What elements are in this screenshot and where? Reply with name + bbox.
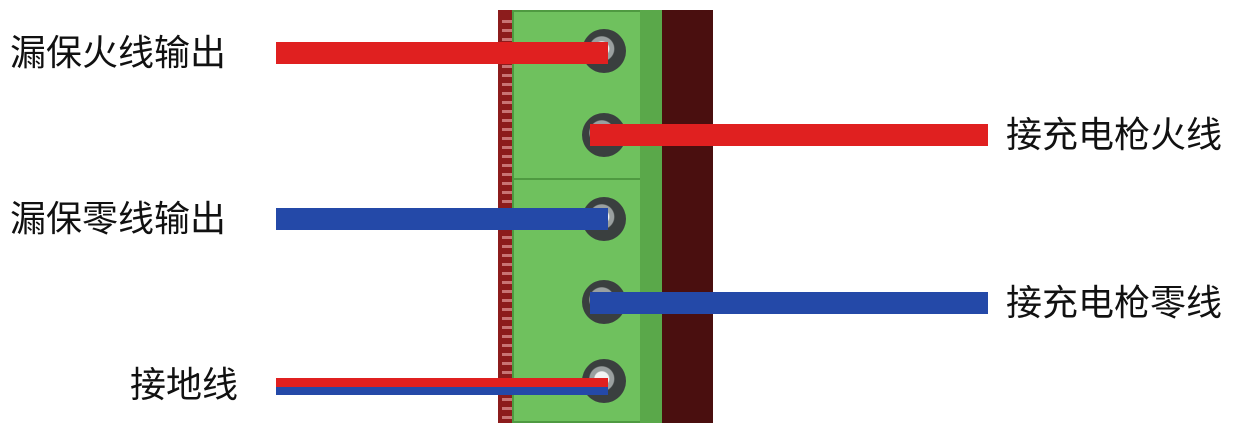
charger-live-label: 接充电枪火线 xyxy=(1006,115,1223,156)
leakage-live-wire xyxy=(276,42,608,64)
ground-wire-blue xyxy=(276,387,608,395)
leakage-neutral-output-label: 漏保零线输出 xyxy=(10,199,227,240)
leakage-live-output-label: 漏保火线输出 xyxy=(10,33,227,74)
ground-wire-red xyxy=(276,378,608,387)
ground-label: 接地线 xyxy=(130,365,239,406)
charger-live-wire xyxy=(590,124,988,146)
circuit-board-shadow xyxy=(660,10,713,423)
leakage-neutral-wire xyxy=(276,208,608,230)
charger-neutral-wire xyxy=(590,292,988,314)
terminal-block-side xyxy=(640,10,662,423)
charger-neutral-label: 接充电枪零线 xyxy=(1006,283,1223,324)
